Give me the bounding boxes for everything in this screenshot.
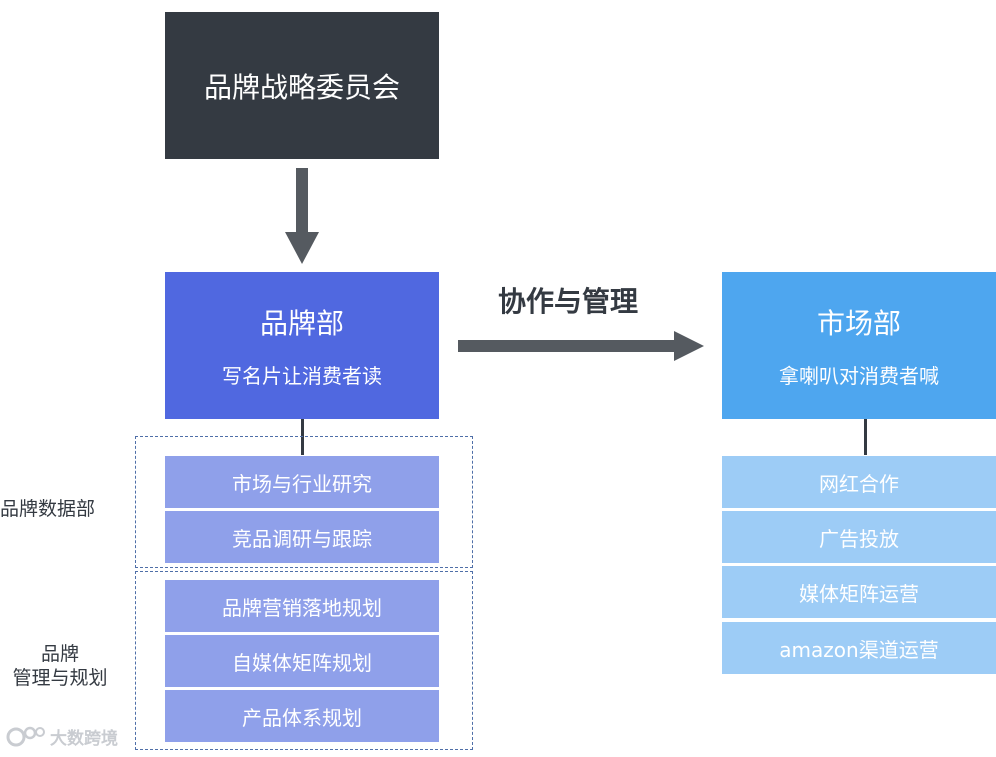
brand-dept-subtitle: 写名片让消费者读 <box>222 364 382 388</box>
brand-dept-title: 品牌部 <box>259 307 344 340</box>
watermark-text: 大数跨境 <box>50 729 118 749</box>
market-item: amazon渠道运营 <box>722 622 996 674</box>
planning-group-outline <box>135 571 473 750</box>
watermark: 大数跨境 <box>6 724 118 749</box>
brand-connector-line <box>301 419 304 455</box>
market-item: 媒体矩阵运营 <box>722 566 996 618</box>
right-arrow-icon <box>458 331 704 361</box>
committee-title: 品牌战略委员会 <box>203 70 400 104</box>
market-dept-title: 市场部 <box>816 307 901 340</box>
market-item: 网红合作 <box>722 456 996 508</box>
brand-planning-item: 自媒体矩阵规划 <box>165 635 439 687</box>
planning-group-label: 品牌 管理与规划 <box>12 643 108 689</box>
market-connector-line <box>864 419 867 455</box>
data-group-label: 品牌数据部 <box>0 498 96 520</box>
market-dept-box: 市场部 拿喇叭对消费者喊 <box>722 272 996 419</box>
data-group-outline <box>135 436 473 568</box>
watermark-logo-icon <box>6 726 45 746</box>
brand-planning-item: 品牌营销落地规划 <box>165 580 439 632</box>
collaboration-label: 协作与管理 <box>498 285 639 318</box>
market-item: 广告投放 <box>722 511 996 563</box>
brand-planning-item: 产品体系规划 <box>165 690 439 742</box>
brand-data-item: 竞品调研与跟踪 <box>165 511 439 563</box>
committee-box: 品牌战略委员会 <box>165 12 439 159</box>
brand-dept-box: 品牌部 写名片让消费者读 <box>165 272 439 419</box>
down-arrow-icon <box>285 168 319 264</box>
brand-data-item: 市场与行业研究 <box>165 456 439 508</box>
market-dept-subtitle: 拿喇叭对消费者喊 <box>779 364 939 388</box>
